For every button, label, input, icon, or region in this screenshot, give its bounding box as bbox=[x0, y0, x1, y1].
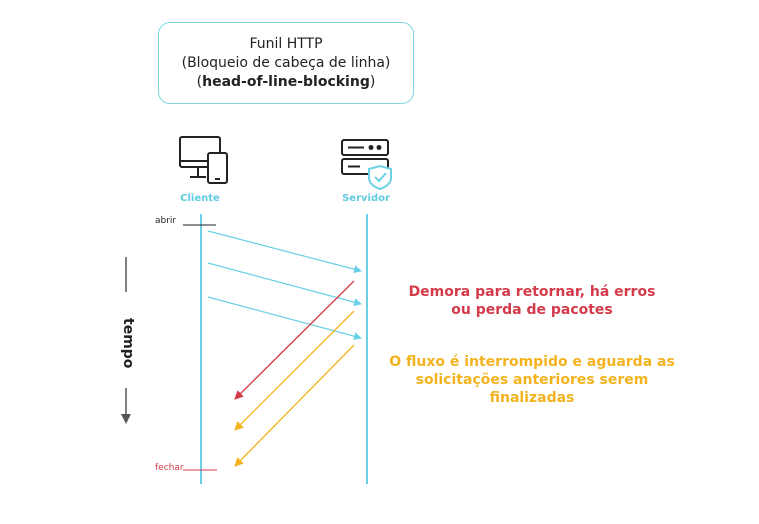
open-marker: abrir bbox=[155, 216, 177, 226]
blocked-note: O fluxo é interrompido e aguarda as soli… bbox=[389, 354, 675, 406]
delay-note: Demora para retornar, há erros ou perda … bbox=[408, 284, 656, 318]
request-arrow-3 bbox=[207, 296, 362, 341]
server-shield-icon bbox=[341, 139, 392, 191]
time-label: tempo bbox=[120, 318, 136, 369]
waiting-response-arrow-1 bbox=[234, 310, 355, 431]
title-bold-term: head-of-line-blocking bbox=[202, 73, 370, 90]
waiting-response-arrow-2 bbox=[234, 344, 355, 467]
title-box: Funil HTTP (Bloqueio de cabeça de linha)… bbox=[158, 22, 414, 104]
title-line-3: (head-of-line-blocking) bbox=[196, 73, 376, 90]
desktop-mobile-icon bbox=[179, 136, 228, 184]
client-label: Cliente bbox=[180, 193, 220, 204]
title-line-2: (Bloqueio de cabeça de linha) bbox=[181, 54, 391, 71]
title-line-1: Funil HTTP bbox=[249, 35, 323, 52]
error-response-arrow bbox=[234, 280, 355, 400]
close-marker: fechar bbox=[155, 463, 184, 473]
server-label: Servidor bbox=[342, 193, 390, 204]
request-arrow-1 bbox=[207, 230, 362, 274]
request-arrow-2 bbox=[207, 262, 362, 307]
time-axis-arrowhead bbox=[121, 414, 131, 424]
